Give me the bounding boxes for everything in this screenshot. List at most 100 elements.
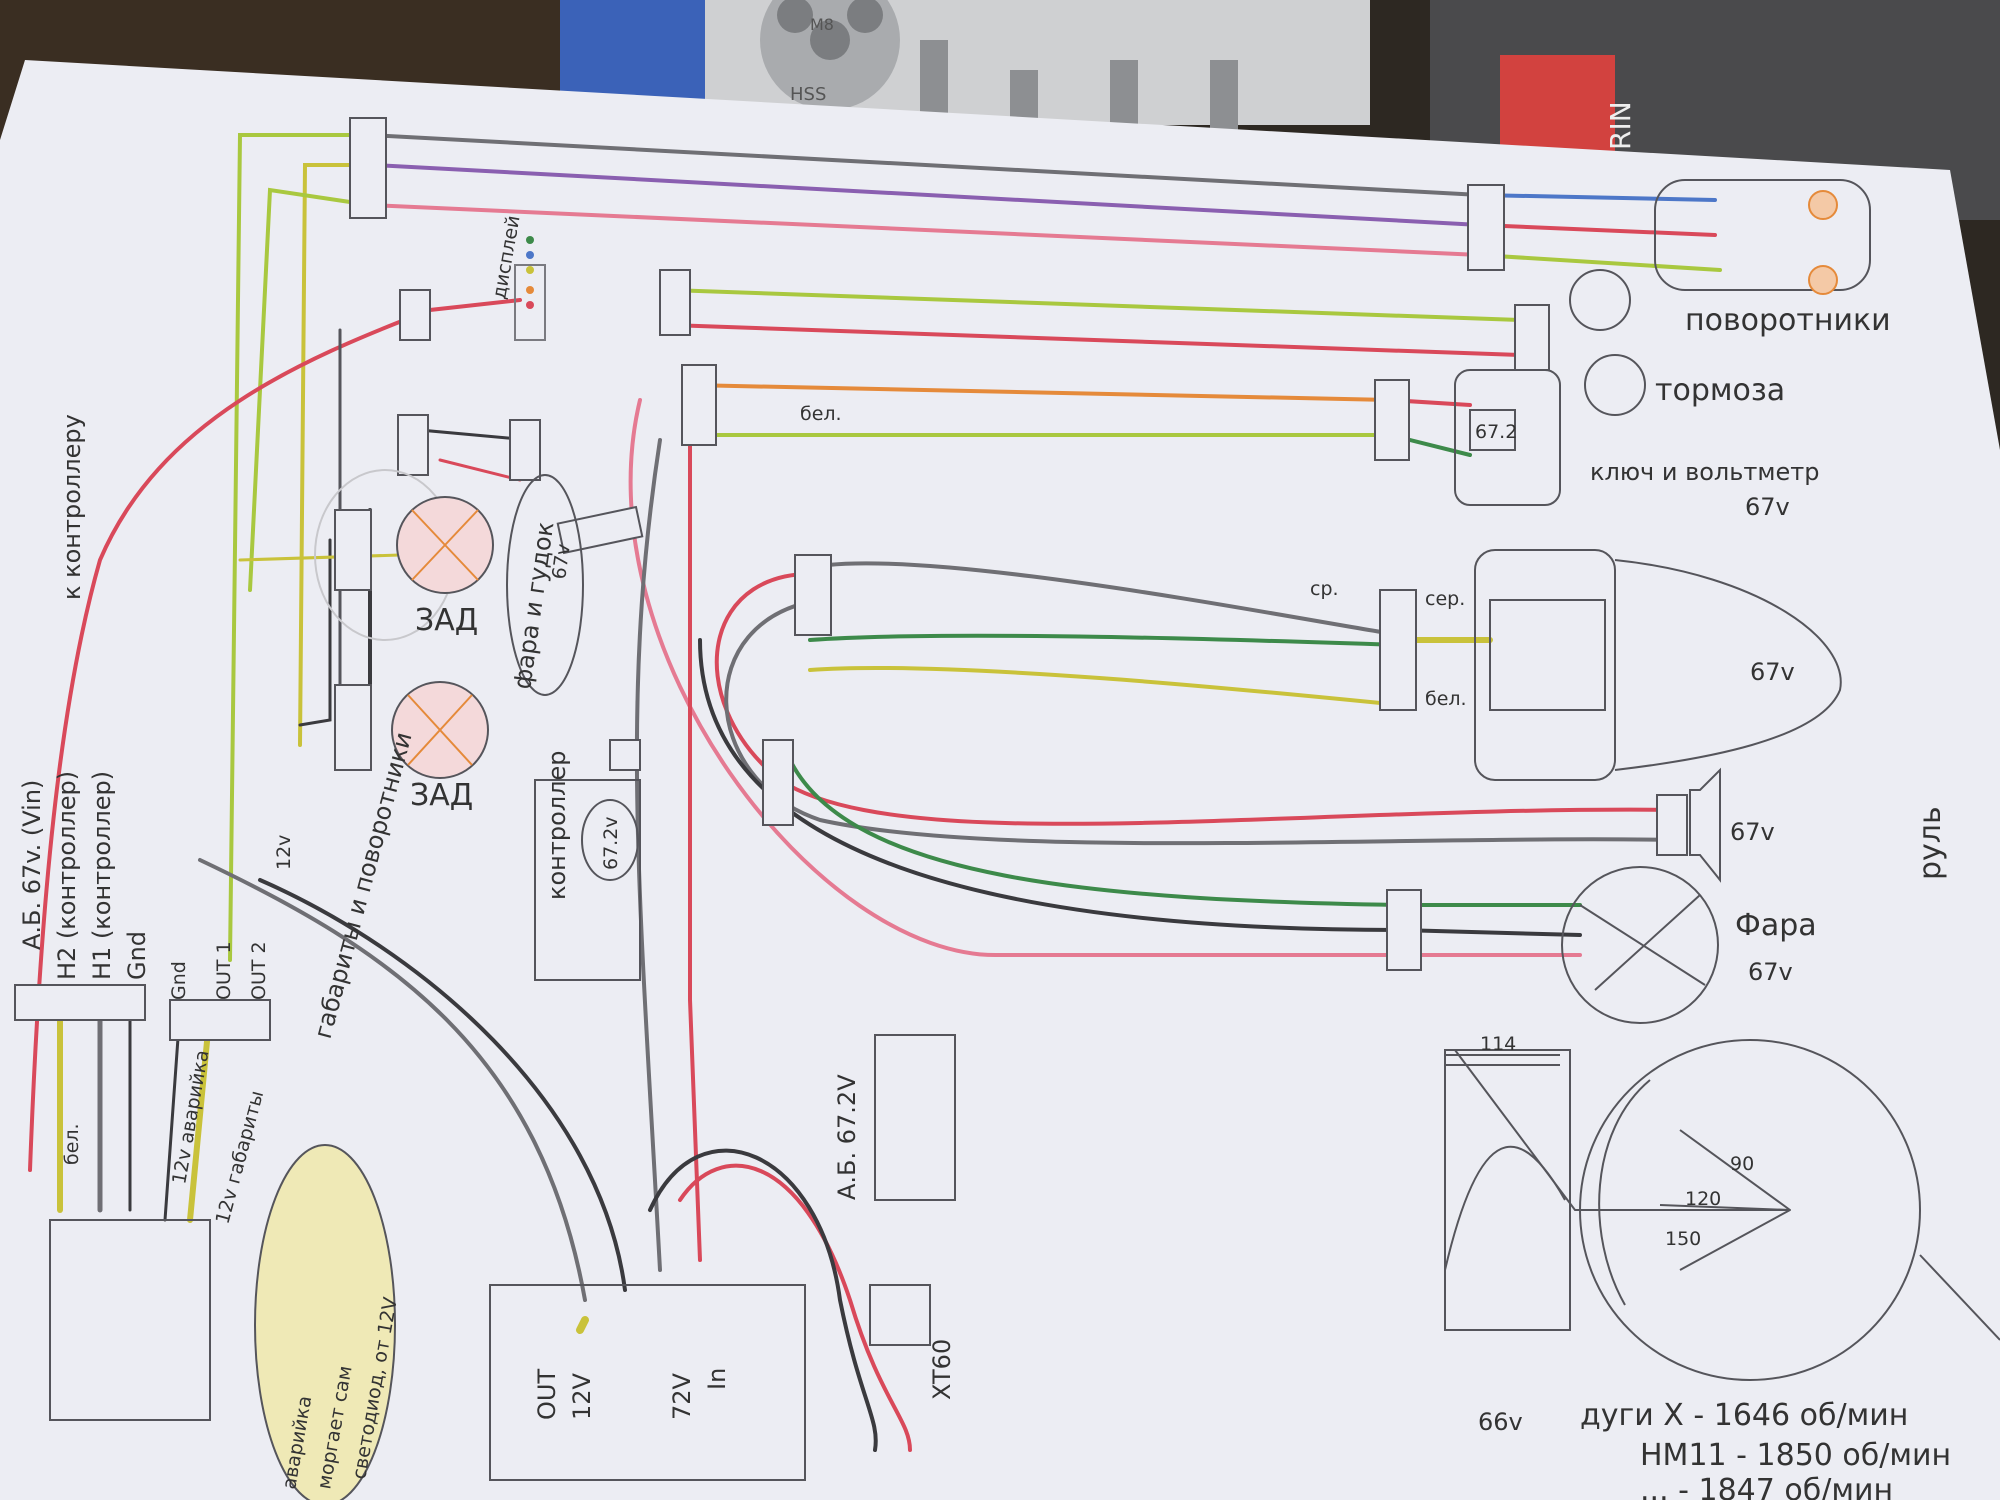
headlight-lamp	[1561, 866, 1719, 1024]
connectors	[14, 117, 1688, 1346]
wire-lime-left-down	[228, 133, 372, 962]
connector-top-left	[349, 117, 387, 219]
label-controller-volt: 67.2v	[600, 816, 622, 870]
connector-horn-right	[1656, 794, 1688, 856]
wire-red-right	[1478, 223, 1717, 237]
dim-114-line	[1445, 1054, 1560, 1066]
label-conv-out-v: 12V	[568, 1372, 596, 1420]
label-key-box-volt: 67.2	[1475, 421, 1517, 443]
turn-switch	[1654, 179, 1871, 291]
connector-module-right	[169, 999, 271, 1041]
label-sr: ср.	[1310, 578, 1339, 600]
label-conv-in: In	[703, 1368, 731, 1390]
connector-xt60	[869, 1284, 931, 1346]
headlight-horn-oval	[506, 474, 584, 696]
label-angle-150: 150	[1665, 1228, 1701, 1250]
connector-key-left	[681, 364, 717, 446]
wire-grey-top	[368, 133, 1482, 197]
label-brakes: тормоза	[1655, 373, 1785, 408]
connector-horn-left	[762, 739, 794, 826]
note-oval	[254, 1144, 396, 1500]
wires	[28, 133, 1791, 1452]
label-left-controller: к контроллеру	[58, 414, 86, 600]
label-ser: сер.	[1425, 588, 1465, 610]
label-battery: А.Б. 67.2V	[833, 1074, 861, 1200]
dc-converter	[489, 1284, 806, 1481]
connector-brake-left	[659, 269, 691, 336]
label-out2: OUT 2	[248, 941, 270, 1000]
brake-switch-1	[1569, 269, 1631, 331]
label-key-voltmeter: ключ и вольтметр	[1590, 458, 1819, 486]
wire-horn-grey	[724, 598, 1682, 846]
die-label: HSS	[790, 84, 826, 105]
die-label-top: M8	[810, 15, 834, 34]
wire-switch-yellow	[808, 666, 1402, 707]
label-bel-bottom: бел.	[61, 1123, 83, 1165]
label-h2: H2 (контроллер)	[53, 771, 81, 980]
connector-turn	[1467, 184, 1505, 271]
wire-horn-red	[714, 571, 1682, 826]
wire-yellow-left-down	[298, 163, 372, 747]
controller-box	[534, 779, 641, 981]
connector-key-right	[1374, 379, 1410, 461]
label-note-1: дуги X - 1646 об/мин	[1580, 1398, 1908, 1433]
label-headlight-name: Фара	[1735, 908, 1817, 943]
speedometer-bracket	[1444, 1049, 1571, 1331]
wire-in-grey	[634, 438, 662, 1272]
controller-oval	[581, 799, 639, 881]
label-dim-114: 114	[1480, 1033, 1516, 1055]
label-left-vin: А.Б. 67v. (Vin)	[18, 780, 46, 950]
brake-switch-2	[1584, 354, 1646, 416]
turn-lamp-1	[1808, 190, 1838, 220]
wire-red-controller	[28, 298, 522, 1172]
label-turn-signals: поворотники	[1685, 303, 1891, 338]
connector-switch-left	[794, 554, 832, 636]
label-note-2: HM11 - 1850 об/мин	[1640, 1438, 1951, 1473]
speedo-arrow	[1919, 1254, 2000, 1341]
brand-fragment: RIN	[1604, 101, 1637, 150]
label-headlight-volt: 67v	[1748, 958, 1793, 986]
wire-battery-dark	[648, 1148, 878, 1452]
wire-brake-lime	[668, 288, 1522, 322]
speedo-arc	[1598, 1079, 1651, 1306]
wire-switch-green	[808, 633, 1402, 647]
wire-brake-red	[668, 323, 1522, 357]
connector-mid	[556, 505, 644, 555]
label-conv-out: OUT	[533, 1369, 561, 1420]
connector-b	[397, 414, 429, 476]
label-gnd: Gnd	[123, 931, 151, 980]
connector-brake-right	[1514, 304, 1550, 371]
module-box	[49, 1219, 211, 1421]
label-h1: H1 (контроллер)	[88, 771, 116, 980]
label-xt60: XT60	[928, 1339, 956, 1400]
label-gnd2: Gnd	[168, 961, 190, 1000]
connector-rear-upper	[334, 509, 372, 591]
switch-panel-bulge	[1614, 559, 1842, 771]
label-conv-in-v: 72V	[668, 1372, 696, 1420]
label-key-voltmeter-volt: 67v	[1745, 493, 1790, 521]
turn-lamp-2	[1808, 265, 1838, 295]
switch-panel	[1474, 549, 1616, 781]
label-12v: 12v	[273, 835, 295, 870]
indicator-strip	[514, 264, 546, 341]
wire-lime-right	[1478, 253, 1722, 272]
wire-lime-left-2	[248, 187, 372, 592]
label-rear-top: ЗАД	[415, 603, 478, 638]
connector-head	[1386, 889, 1422, 971]
speedo-dial	[1579, 1039, 1921, 1381]
wire-pink-top	[368, 203, 1482, 257]
label-horn-volt: 67v	[1730, 818, 1775, 846]
battery-box	[874, 1034, 956, 1201]
connector-module-left	[14, 984, 146, 1021]
speedo-angles	[1659, 1129, 1791, 1271]
label-controller: контроллер	[543, 751, 571, 900]
wire-blue-right	[1478, 193, 1717, 202]
label-note-3: ... - 1847 об/мин	[1640, 1473, 1893, 1500]
key-box	[1454, 369, 1561, 506]
wire-in-red	[688, 438, 702, 1262]
wire-head-green	[788, 758, 1582, 907]
label-switch-volt: 67v	[1750, 658, 1795, 686]
wire-out-grey	[198, 858, 587, 1302]
